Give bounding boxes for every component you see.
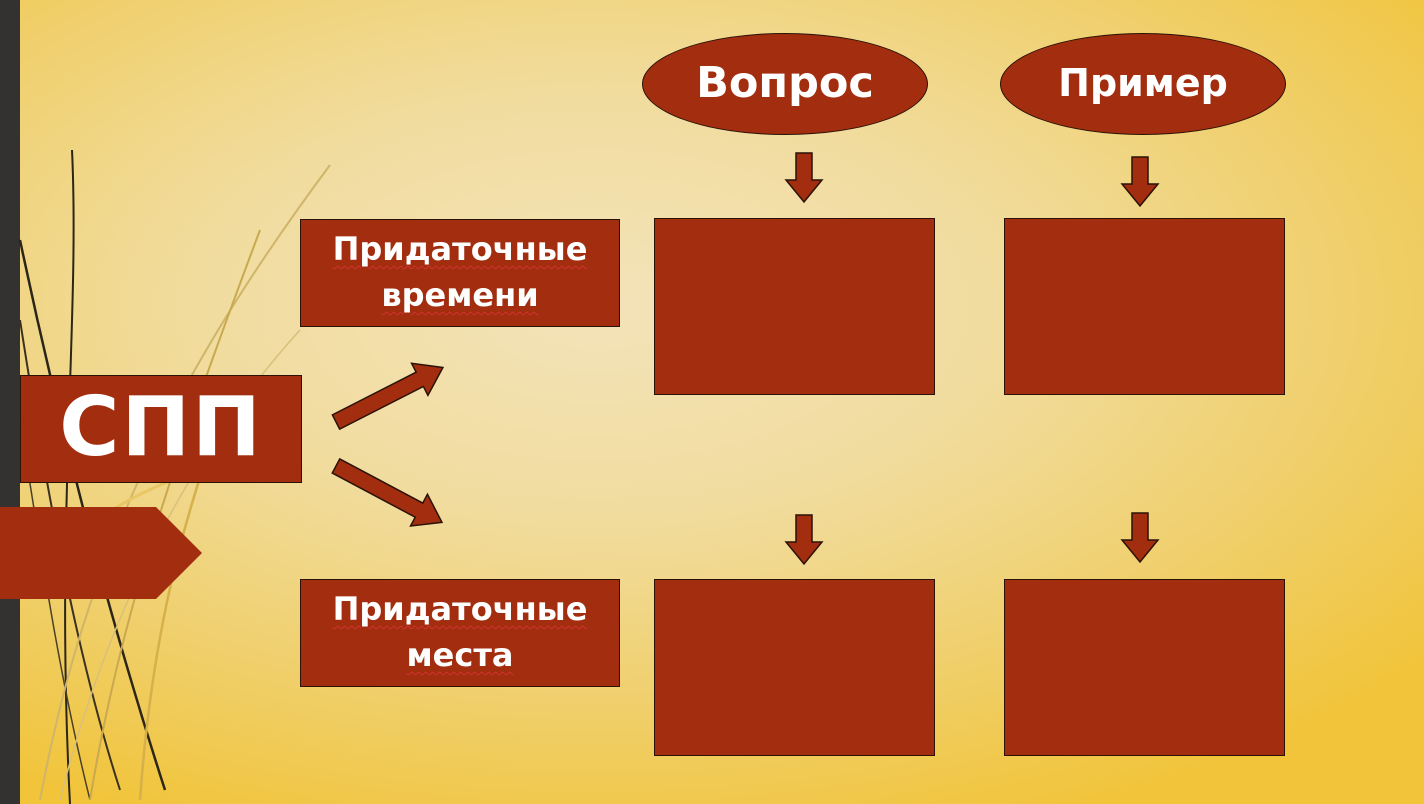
branch-arrows (331, 362, 445, 527)
root-node-spp: СПП (20, 375, 302, 483)
answer-box-place-question (654, 579, 935, 756)
arrow-up-right-icon (331, 362, 445, 431)
answer-box-time-question (654, 218, 935, 395)
column-header-example: Пример (1000, 33, 1286, 135)
branch-node-place-clauses: Придаточные места (300, 579, 620, 687)
arrow-down-right-icon (331, 457, 444, 527)
branch-label-line1: Придаточные (332, 230, 588, 268)
arrow-down-icon (784, 152, 824, 204)
branch-label-line1: Придаточные (332, 590, 588, 628)
arrow-down-icon (1120, 156, 1160, 208)
arrow-down-icon (1120, 512, 1160, 564)
arrow-down-icon (784, 514, 824, 566)
column-header-question: Вопрос (642, 33, 928, 135)
branch-node-time-clauses: Придаточные времени (300, 219, 620, 327)
left-side-bar (0, 0, 20, 804)
answer-box-place-example (1004, 579, 1285, 756)
branch-label-line2: времени (381, 276, 539, 314)
decorative-pentagon-tab (0, 507, 202, 599)
answer-box-time-example (1004, 218, 1285, 395)
branch-label-line2: места (406, 636, 514, 674)
